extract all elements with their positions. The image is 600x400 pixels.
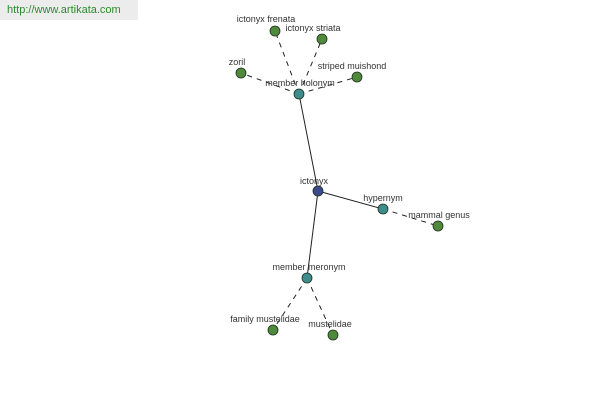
node-mustelidae[interactable] <box>327 329 339 341</box>
edge-meronym-family-mustelidae <box>272 277 308 331</box>
edge-center-hypernym <box>317 190 384 210</box>
node-zoril[interactable] <box>235 67 247 79</box>
label-member-meronym: member meronym <box>272 262 345 272</box>
edge-holonym-frenata <box>274 30 300 95</box>
label-ictonyx-striata: ictonyx striata <box>285 23 340 33</box>
label-mammal-genus: mammal genus <box>408 210 470 220</box>
edge-center-holonym <box>298 93 319 192</box>
edge-meronym-mustelidae <box>306 277 334 336</box>
site-watermark[interactable]: http://www.artikata.com <box>0 0 138 20</box>
label-ictonyx-frenata: ictonyx frenata <box>237 14 296 24</box>
label-striped-muishond: striped muishond <box>318 61 387 71</box>
node-ictonyx-striata[interactable] <box>316 33 328 45</box>
edge-holonym-zoril <box>240 72 300 95</box>
node-family-mustelidae[interactable] <box>267 324 279 336</box>
node-ictonyx-frenata[interactable] <box>269 25 281 37</box>
node-striped-muishond[interactable] <box>351 71 363 83</box>
label-ictonyx-center: ictonyx <box>300 176 329 186</box>
node-member-holonym[interactable] <box>293 88 305 100</box>
node-member-meronym[interactable] <box>301 272 313 284</box>
node-mammal-genus[interactable] <box>432 220 444 232</box>
node-hypernym[interactable] <box>377 203 389 215</box>
label-zoril: zoril <box>229 57 246 67</box>
label-member-holonym: member holonym <box>265 78 335 88</box>
label-mustelidae: mustelidae <box>308 319 352 329</box>
label-family-mustelidae: family mustelidae <box>230 314 300 324</box>
edge-center-meronym <box>306 190 319 279</box>
label-hypernym: hypernym <box>363 193 403 203</box>
edge-holonym-muishond <box>298 76 358 95</box>
node-ictonyx-center[interactable] <box>312 185 324 197</box>
